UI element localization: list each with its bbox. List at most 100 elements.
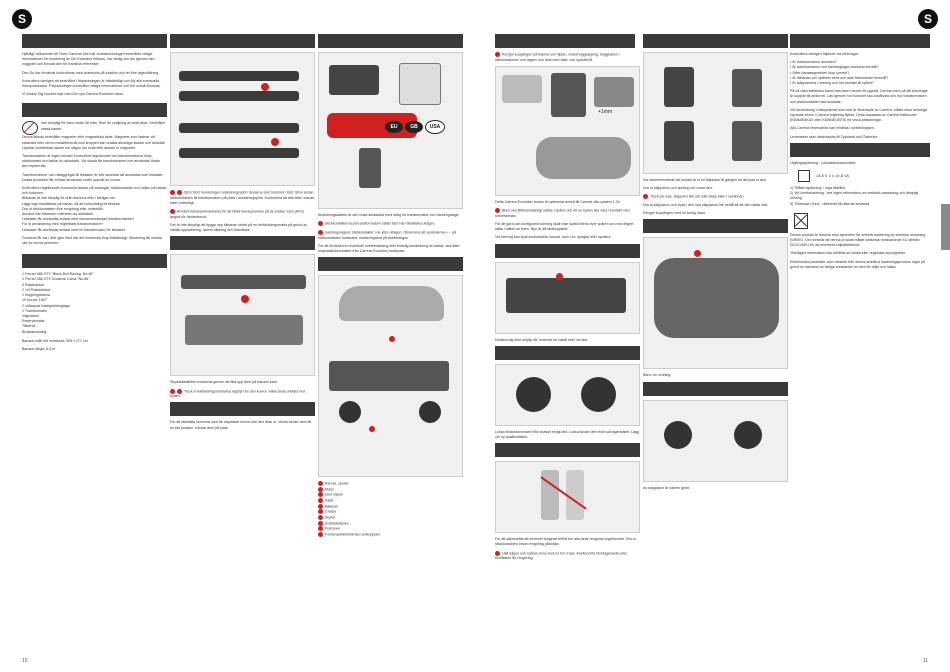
section-header-bar: [790, 142, 930, 157]
section-header-bar: [643, 381, 788, 396]
axle-illustration: [643, 399, 788, 482]
section-header-bar: [22, 254, 167, 269]
language-badge: S: [12, 9, 32, 29]
part-marker-icon: [318, 486, 323, 492]
step-marker-icon: [170, 209, 175, 215]
car-exploded-view-illustration: [318, 275, 463, 478]
list-item: Leksaker får användas endast med rekomme…: [22, 217, 134, 222]
guardrail-illustration: [170, 254, 315, 377]
safety-paragraph: Transformatorn är ingen leksak! Kontroll…: [22, 154, 161, 169]
step-marker-icon: [643, 194, 648, 200]
weee-bin-icon: [794, 212, 808, 229]
part-marker-icon: [318, 503, 323, 509]
instruction-text: Av släppskon är kabeln grönt.: [643, 485, 691, 490]
instruction-text: Nödstörmig eller möjlig när fordonet rör…: [495, 337, 589, 342]
list-item: Fordonselektronikmed omkopplare: [318, 532, 463, 538]
part-marker-icon: [318, 532, 323, 538]
list-item: 2 Utökande hastighetsreglage: [22, 303, 70, 308]
list-item: Styrbil: [318, 515, 463, 521]
instruction-text: Bilen ska tillförselmässigt sättas i spå…: [495, 208, 630, 218]
instruction-text: Stickkontakterna på transformatorn sätte…: [318, 221, 463, 227]
list-item: Dra ut stickkontakten före rengöring ell…: [22, 206, 104, 211]
list-item: Tillbehör: [22, 324, 36, 329]
dimension-label: +1mm: [598, 108, 613, 115]
section-header-bar: [170, 236, 315, 251]
left-column-2: Stick först monteringen anslutningsplint…: [170, 34, 315, 434]
troubleshoot-text: Vid användning i rälssystemet som inte ä…: [790, 107, 927, 123]
spare-parts-text: Alla Carrera reservdelar kan erhållas i …: [790, 126, 875, 131]
transformer-title: Utgångsspänning - Leksakstransformator: [790, 160, 856, 165]
right-column-3: Kontrollera vänligen följande vid störni…: [790, 34, 930, 273]
right-column-1: Rengör kopplingen på bilarna och hjulen,…: [495, 34, 640, 564]
list-item: • Är transformatorn och handreglagen ans…: [790, 65, 879, 70]
instruction-text: För att fastsätta kurvorna med de skydda…: [170, 420, 311, 430]
instruction-text: Håll någon och spåren rena med en torr t…: [495, 550, 628, 561]
list-item: Motor: [318, 486, 463, 493]
list-item: För ej användning med reglerbara transfo…: [22, 222, 103, 227]
safety-text: Inte lämpligt för barn under 36 mån. Ris…: [41, 121, 166, 131]
safety-paragraph: Denna leksak innehåller magneter eller m…: [22, 135, 166, 150]
footer-note: Fordonet får tas i drift igen först när …: [22, 235, 163, 246]
part-marker-icon: [318, 481, 323, 487]
list-item: 5 Raksträckor: [22, 282, 45, 287]
list-item: • Är bilbanan och spårens rena och utan …: [790, 75, 889, 80]
caption: Skyddsåtaliteten monteras genom att fäla…: [170, 380, 278, 385]
list-item: Använd inte bilbanan i närheten av eldst…: [22, 212, 94, 217]
instruction-text: Tryck in kalibreringsnubbarna lagstyrt f…: [170, 388, 306, 399]
list-item: Bakaxel: [318, 503, 463, 510]
instruction-text: Stick först monteringen anslutningsplint…: [170, 190, 315, 205]
instruction-text: För att göra och konfigurera körning ska…: [495, 221, 634, 232]
step-marker-icon: [318, 221, 323, 227]
list-item: Leksaker får användas endast med en tran…: [22, 227, 126, 232]
step-marker-icon: [318, 229, 323, 235]
part-marker-icon: [318, 520, 323, 526]
instruction-text: Bara i en ordning.: [643, 373, 672, 378]
list-item: Bruksanvisning: [22, 329, 47, 334]
right-page: S Rengör kopplingen på bilarna och hjule…: [475, 0, 950, 672]
list-item: 1 Ferrari 488 GT3 "Black Bull Racing, No…: [22, 272, 94, 277]
instruction-text: Vid körning kan små fordonsdelar lossna,…: [495, 235, 612, 240]
side-tab: [941, 204, 950, 250]
page-number: 10: [22, 658, 28, 664]
list-item: Vägräcken: [22, 313, 40, 318]
part-marker-icon: [318, 526, 323, 532]
instruction-text: Anslutningskabeln är den reala stickslad…: [318, 213, 460, 217]
section-header-bar: [495, 243, 640, 258]
track-length: Banans längd: 6,3 m: [22, 346, 55, 351]
list-item: 1) Tillåten spänning = inga tillstånd: [790, 186, 846, 191]
section-header-bar: [170, 34, 315, 48]
section-header-bar: [318, 34, 463, 48]
section-header-bar: [643, 34, 788, 48]
step-marker-icon: [177, 388, 182, 394]
troubleshoot-checklist: • Är transformatorn ansluten? • Är trans…: [790, 60, 930, 86]
instruction-text: Rengör kopplingen med en fuktig trasa.: [643, 211, 706, 216]
list-item: 10 Kurvor 1/60°: [22, 298, 48, 303]
list-item: • Är släppskorna i ordning och har konta…: [790, 81, 874, 86]
instruction-text: Detta Carrera Evolution-fordon är optime…: [495, 199, 621, 204]
track-dimensions: Banans mått lett monterad: 505 x 177 cm: [22, 338, 88, 343]
region-label-usa: USA: [425, 120, 445, 134]
left-column-1: Hjärtligt välkommen till Team Carrera! D…: [22, 34, 167, 355]
section-header-bar: [170, 402, 315, 417]
step-marker-icon: [495, 52, 500, 57]
list-item: 3) Tillverkad i Kina - råberedd till rät…: [790, 201, 870, 206]
instruction-text: För att säkerställa att fordonet fungera…: [495, 537, 636, 547]
list-item: 1 Transformator: [22, 308, 48, 313]
track-assembly-illustration: [170, 52, 315, 186]
list-item: Dubbelsläpsko: [318, 520, 463, 527]
section-header-bar: [495, 34, 635, 48]
list-item: Reservborstar: [22, 319, 45, 324]
tire-change-illustration: [495, 363, 640, 426]
safety-paragraph: Transformatorer och nätaggregat till lek…: [22, 172, 164, 182]
step-marker-icon: [177, 190, 182, 195]
maintenance-illustration: +1mm: [495, 65, 640, 196]
list-item: Däck: [318, 498, 463, 504]
disposal-text: Ytterligare information kan erhållas av …: [790, 251, 906, 256]
instruction-text: Använd banasprekrankarna för att fästa b…: [170, 209, 304, 219]
instruction-text: Rengör kopplingen på bilarna och hjulen,…: [495, 52, 620, 62]
list-item: 1 Ferrari 488 GT3 Scuderia Corsa "No.66": [22, 277, 90, 282]
intro-paragraph: Vi önskar Dig mycket nöje med Din nya Ca…: [22, 92, 124, 97]
section-header-bar: [790, 34, 930, 48]
